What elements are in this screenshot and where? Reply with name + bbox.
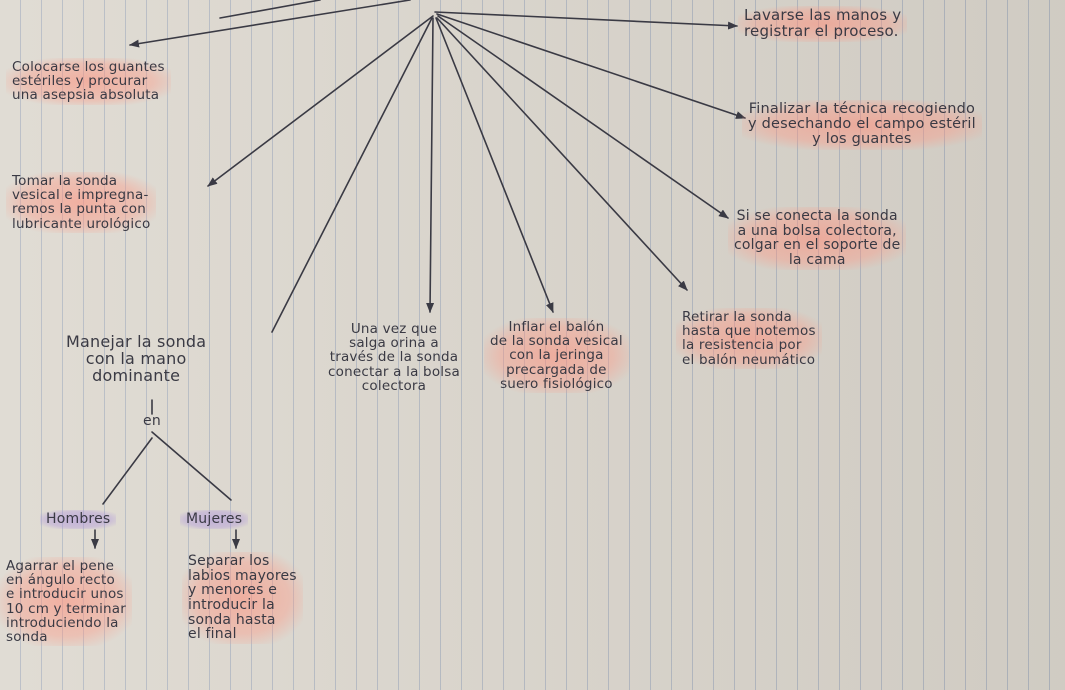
connector-finalizar	[436, 13, 746, 119]
node-en: en	[143, 413, 161, 429]
node-inflar-balon: Inflar el balón de la sonda vesical con …	[484, 318, 629, 393]
connector-en-mujeres	[151, 431, 232, 501]
connector-si-se-conecta	[437, 15, 729, 219]
connector-inflar	[435, 17, 554, 313]
node-agarrar-pene: Agarrar el pene en ángulo recto e introd…	[0, 557, 133, 647]
node-una-vez-que-salga-orina: Una vez que salga orina a través de la s…	[328, 321, 460, 394]
connector-tomar	[207, 15, 434, 187]
node-colocarse-guantes: Colocarse los guantes estériles y procur…	[6, 58, 171, 105]
node-separar-labios: Separar los labios mayores y menores e i…	[182, 552, 303, 645]
node-retirar-sonda: Retirar la sonda hasta que notemos la re…	[676, 308, 822, 369]
node-finalizar-tecnica: Finalizar la técnica recogiendo y desech…	[742, 100, 982, 150]
connector-lavarse	[434, 11, 738, 30]
connector-colocarse-tail	[219, 0, 321, 19]
connector-retirar	[436, 17, 688, 291]
node-si-se-conecta-sonda: Si se conecta la sonda a una bolsa colec…	[728, 207, 907, 270]
node-tomar-sonda: Tomar la sonda vesical e impregna- remos…	[6, 172, 157, 233]
node-manejar-sonda: Manejar la sonda con la mano dominante	[66, 332, 207, 385]
connector-una-vez	[426, 17, 435, 313]
connector-colocarse	[129, 0, 411, 48]
node-lavarse-manos: Lavarse las manos y registrar el proceso…	[738, 6, 908, 42]
connector-manejar	[271, 17, 433, 333]
node-mujeres: Mujeres	[180, 510, 249, 529]
connector-en-hombres	[102, 437, 153, 505]
node-hombres: Hombres	[40, 510, 117, 529]
